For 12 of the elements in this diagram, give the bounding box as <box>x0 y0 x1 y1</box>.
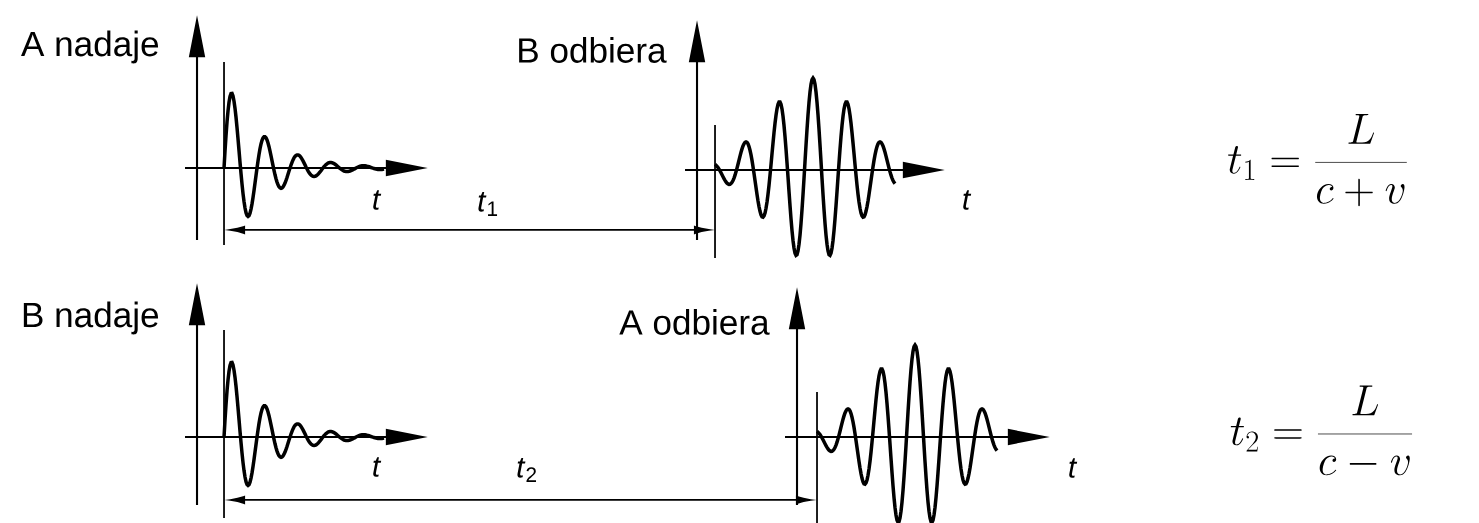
axis-label: t <box>373 190 382 210</box>
signal-label: A odbiera <box>619 309 770 335</box>
axis-label: t <box>963 190 972 210</box>
formula: $t_2=\frac{L}{c-v}$ <box>1230 385 1413 476</box>
time-label: t$_{1}$ <box>478 192 498 216</box>
formula: $t_1=\frac{L}{c+v}$ <box>1228 113 1407 207</box>
signal-label: A nadaje <box>21 30 159 64</box>
axis-label: t <box>1069 458 1078 478</box>
time-label: t$_{2}$ <box>517 458 536 482</box>
signal-label: B nadaje <box>23 301 159 335</box>
signal-label: B odbiera <box>519 37 667 63</box>
axis-label: t <box>373 457 382 477</box>
